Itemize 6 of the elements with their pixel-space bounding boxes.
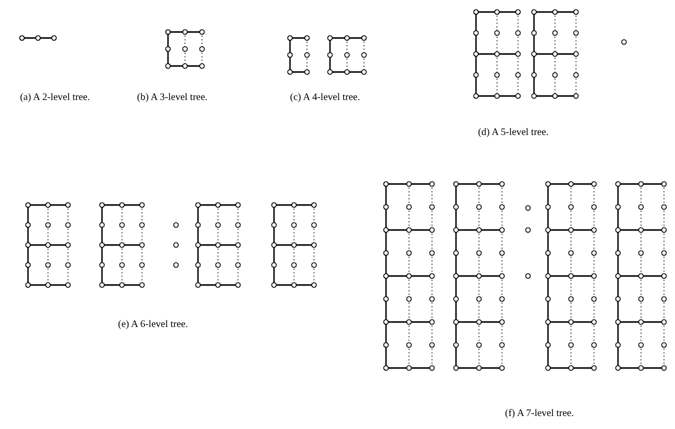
caption: (f) A 7-level tree. [505, 408, 574, 419]
caption: (e) A 6-level tree. [118, 319, 188, 330]
caption: (d) A 5-level tree. [478, 127, 549, 138]
caption: (c) A 4-level tree. [290, 92, 360, 103]
caption: (b) A 3-level tree. [137, 92, 208, 103]
caption: (a) A 2-level tree. [20, 92, 90, 103]
